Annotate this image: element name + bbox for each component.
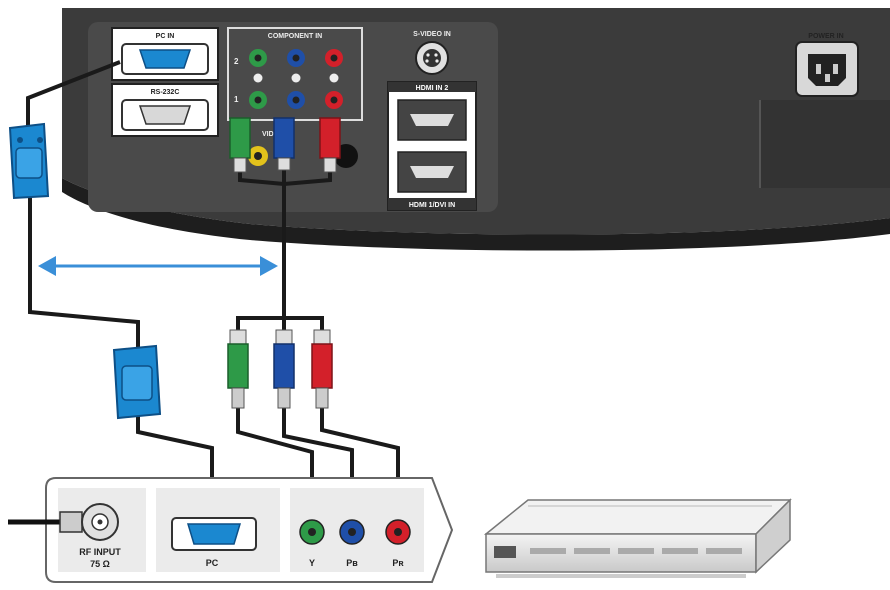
rca-plug-icon[interactable] [273, 117, 295, 171]
pc-port-block: PC [171, 517, 257, 568]
power-socket-icon[interactable] [795, 41, 859, 97]
hdmi-in-2-label: HDMI IN 2 [416, 85, 449, 92]
rca-jack-icon[interactable] [299, 519, 325, 545]
power-in-block: POWER IN [795, 33, 859, 97]
vga-port-icon[interactable] [121, 43, 209, 75]
pc-in-block: PC IN [111, 27, 219, 81]
hdmi-port-icon[interactable] [397, 99, 467, 141]
svideo-in-label: S-VIDEO IN [413, 31, 451, 38]
rca-plug-icon[interactable] [311, 329, 333, 409]
serial-port-icon[interactable] [121, 99, 209, 131]
row-1-label: 1 [234, 95, 239, 104]
rca-jack-icon[interactable] [325, 49, 343, 67]
power-in-label: POWER IN [808, 33, 843, 40]
rf-impedance-label: 75 Ω [90, 559, 110, 569]
svideo-jack-icon[interactable] [415, 41, 449, 75]
set-top-box-icon [483, 498, 792, 578]
rca-plug-icon[interactable] [229, 117, 251, 173]
rca-jack-icon[interactable] [249, 49, 267, 67]
vga-port-icon[interactable] [171, 517, 257, 551]
vga-plug-icon[interactable] [8, 122, 50, 200]
rca-plug-icon[interactable] [319, 117, 341, 173]
rca-jack-icon[interactable] [287, 49, 305, 67]
row-2-label: 2 [234, 57, 239, 66]
rca-jack-icon[interactable] [248, 146, 268, 166]
rs232c-block: RS-232C [111, 83, 219, 137]
y-label: Y [309, 558, 315, 568]
rca-jack-icon[interactable] [325, 91, 343, 109]
hdmi-dvi-in-label: HDMI 1/DVI IN [409, 202, 455, 209]
rca-jack-icon[interactable] [287, 91, 305, 109]
rf-input-label: RF INPUT [79, 547, 121, 557]
component-in-block: COMPONENT IN 2 1 [227, 27, 363, 121]
component-in-label: COMPONENT IN [268, 33, 322, 40]
pc-label: PC [206, 558, 219, 568]
vga-plug-icon[interactable] [112, 344, 162, 420]
pr-label: Pʀ [392, 558, 404, 568]
hdmi-port-icon[interactable] [397, 151, 467, 193]
rca-plug-icon[interactable] [227, 329, 249, 409]
svideo-in-block: S-VIDEO IN [413, 31, 451, 75]
rca-plug-icon[interactable] [273, 329, 295, 409]
double-arrow-icon [38, 256, 278, 276]
rf-input-block: RF INPUT 75 Ω [8, 503, 121, 569]
component-jacks-block: Y Pʙ Pʀ [299, 519, 411, 568]
rca-jack-icon[interactable] [385, 519, 411, 545]
hdmi-block: HDMI IN 2 HDMI 1/DVI IN [387, 81, 477, 211]
pb-label: Pʙ [346, 558, 358, 568]
coax-connector-icon[interactable] [59, 503, 119, 541]
rs232c-label: RS-232C [151, 89, 180, 96]
rca-jack-icon[interactable] [339, 519, 365, 545]
rca-jack-icon[interactable] [249, 91, 267, 109]
pc-in-label: PC IN [156, 33, 175, 40]
